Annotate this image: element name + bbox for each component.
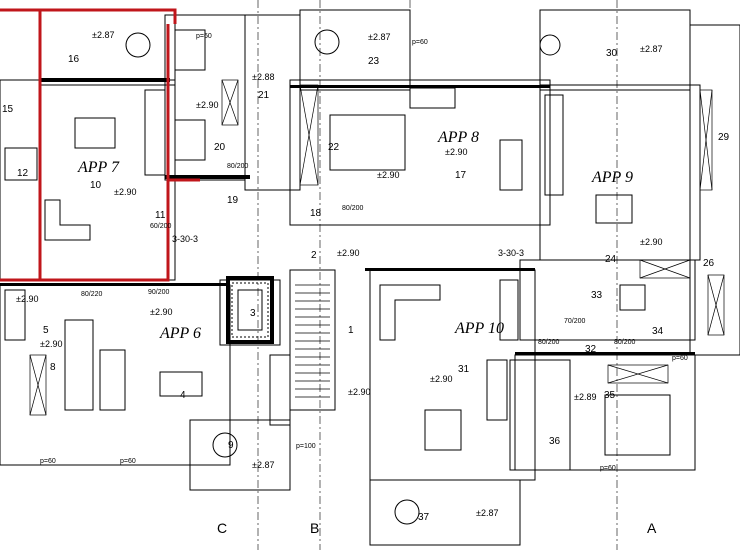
room-number: 1 xyxy=(348,325,354,336)
room-number: 35 xyxy=(604,390,616,401)
elevator-shaft xyxy=(231,282,269,338)
room-number: 26 xyxy=(703,258,715,269)
elevation-mark: ±2.90 xyxy=(348,387,370,397)
elevation-mark: ±2.88 xyxy=(252,72,274,82)
room-number: 33 xyxy=(591,290,603,301)
room-number: 21 xyxy=(258,90,270,101)
door-label: 70/200 xyxy=(564,318,586,325)
door-label: 60/200 xyxy=(150,223,172,230)
room-number: 31 xyxy=(458,364,470,375)
room-number: 3 xyxy=(250,308,256,319)
room-number: 2 xyxy=(311,250,317,261)
window-label: p=100 xyxy=(296,443,316,450)
room-number: 5 xyxy=(43,325,49,336)
elevation-mark: ±2.89 xyxy=(574,392,596,402)
highlight-outline xyxy=(0,8,200,282)
room-number: 18 xyxy=(310,208,322,219)
axis-label-c: C xyxy=(217,520,227,536)
beds xyxy=(174,29,671,456)
window-label: p=60 xyxy=(196,33,212,40)
kitchens xyxy=(4,89,564,426)
room-number: 32 xyxy=(585,344,597,355)
elevation-mark: ±2.87 xyxy=(368,32,390,42)
door-label: 80/200 xyxy=(342,205,364,212)
axis-label-a: A xyxy=(647,520,657,536)
door-label: 80/200 xyxy=(614,339,636,346)
room-number: 37 xyxy=(418,512,430,523)
elevation-mark: ±2.90 xyxy=(640,237,662,247)
dining-sets xyxy=(4,87,633,451)
elevation-mark: ±2.90 xyxy=(40,339,62,349)
sofas xyxy=(44,139,646,421)
room-number: 30 xyxy=(606,48,618,59)
room-number: 17 xyxy=(455,170,467,181)
room-number: 4 xyxy=(180,390,186,401)
window-label: p=60 xyxy=(120,458,136,465)
room-number: 10 xyxy=(90,180,102,191)
elevation-mark: ±2.90 xyxy=(377,170,399,180)
room-number: 16 xyxy=(68,54,80,65)
elevation-mark: ±2.90 xyxy=(337,248,359,258)
window-label: p=60 xyxy=(40,458,56,465)
door-label: 80/220 xyxy=(81,291,103,298)
window-label: p=60 xyxy=(412,39,428,46)
room-number: 36 xyxy=(549,436,561,447)
elevation-mark: ±2.87 xyxy=(640,44,662,54)
grid-axes xyxy=(257,0,618,550)
room-number: 9 xyxy=(228,440,234,451)
elevation-mark: ±2.87 xyxy=(476,508,498,518)
room-number: 34 xyxy=(652,326,664,337)
walls xyxy=(0,9,740,546)
room-number: 8 xyxy=(50,362,56,373)
staircase xyxy=(295,284,330,398)
section-mark: 3-30-3 xyxy=(498,248,524,258)
wardrobes xyxy=(29,79,725,416)
section-mark: 3-30-3 xyxy=(172,234,198,244)
elevation-mark: ±2.90 xyxy=(114,187,136,197)
elevation-mark: ±2.87 xyxy=(252,460,274,470)
room-number: 19 xyxy=(227,195,239,206)
apartment-label-6: APP 6 xyxy=(159,325,201,342)
elevation-mark: ±2.87 xyxy=(92,30,114,40)
elevation-mark: ±2.90 xyxy=(445,147,467,157)
axis-label-b: B xyxy=(310,520,319,536)
room-number: 24 xyxy=(605,254,617,265)
door-label: 80/200 xyxy=(538,339,560,346)
apartment-label-10: APP 10 xyxy=(454,320,504,337)
elevation-mark: ±2.90 xyxy=(16,294,38,304)
apartment-label-8: APP 8 xyxy=(437,129,479,146)
elevation-mark: ±2.90 xyxy=(430,374,452,384)
room-number: 23 xyxy=(368,56,380,67)
apartment-label-9: APP 9 xyxy=(591,169,633,186)
room-number: 20 xyxy=(214,142,226,153)
room-number: 12 xyxy=(17,168,29,179)
elevation-mark: ±2.90 xyxy=(150,307,172,317)
room-number: 22 xyxy=(328,142,340,153)
room-number: 11 xyxy=(155,210,166,221)
room-number: 15 xyxy=(2,104,14,115)
door-label: 90/200 xyxy=(148,289,170,296)
door-label: 80/200 xyxy=(227,163,249,170)
apartment-label-7: APP 7 xyxy=(77,159,120,176)
elevation-mark: ±2.90 xyxy=(196,100,218,110)
window-label: p=60 xyxy=(600,465,616,472)
room-number: 29 xyxy=(718,132,730,143)
balcony-tables xyxy=(125,29,561,525)
window-label: p=60 xyxy=(672,355,688,362)
wall-fills xyxy=(0,78,695,355)
